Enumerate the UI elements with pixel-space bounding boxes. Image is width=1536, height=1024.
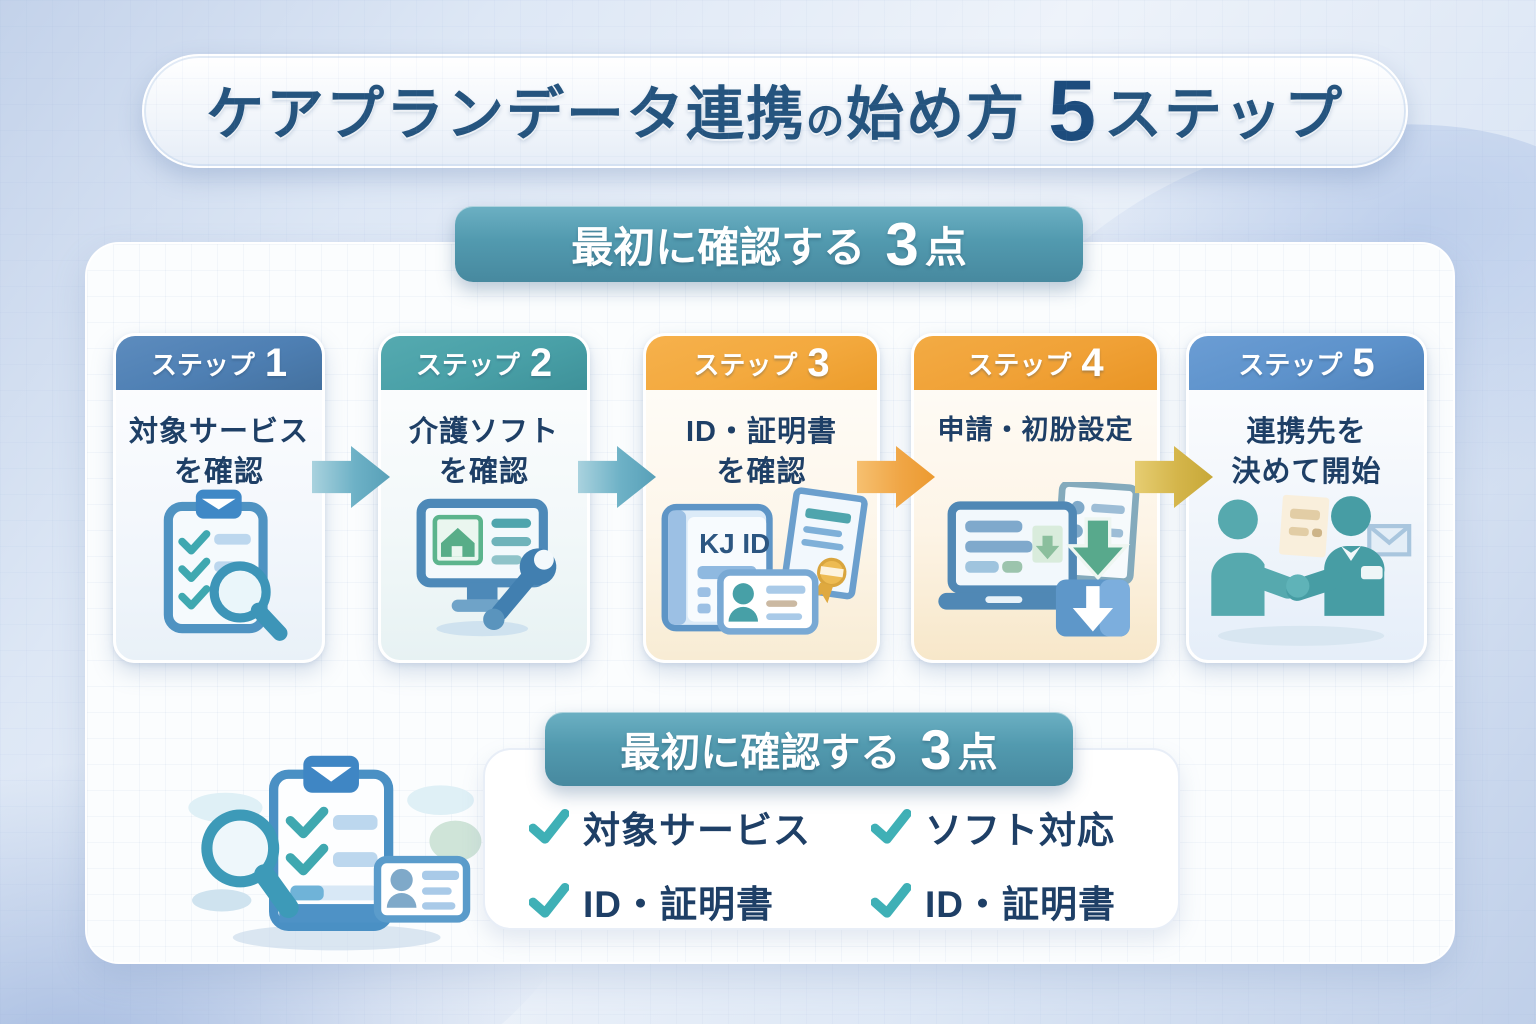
clipboard-magnifier-idcard-illustration — [182, 752, 484, 956]
section-banner-top-text: 最初に確認する — [571, 223, 866, 271]
section-banner-top-unit: 点 — [924, 223, 967, 271]
checklist-item-2: ソフト対応 — [871, 800, 1158, 854]
step-card-2: ステップ 2 介護ソフトを確認 — [378, 333, 590, 663]
checklist: 対象サービス ソフト対応 ID・証明書 ID・証明書 — [529, 800, 1158, 928]
step-5-number: 5 — [1352, 340, 1375, 385]
checklist-item-3: ID・証明書 — [529, 874, 871, 928]
laptop-download-setup-icon — [914, 482, 1157, 650]
step-2-label: ステップ — [415, 349, 520, 380]
checkmark-icon — [529, 809, 569, 844]
section-banner-bottom: 最初に確認する 3 点 — [545, 712, 1073, 786]
step-3-header: ステップ 3 — [646, 336, 877, 390]
step-4-number: 4 — [1081, 340, 1104, 385]
checklist-label: ID・証明書 — [925, 884, 1116, 925]
step-3-title: ID・証明書を確認 — [685, 416, 837, 489]
step-card-1: ステップ 1 対象サービスを確認 — [113, 333, 325, 663]
checklist-item-4: ID・証明書 — [871, 874, 1158, 928]
id-document-certificate-icon: KJ ID — [646, 482, 877, 650]
svg-text:KJ ID: KJ ID — [699, 528, 770, 559]
checkmark-icon — [871, 809, 911, 844]
checkmark-icon — [529, 883, 569, 918]
step-card-3: ステップ 3 ID・証明書を確認 KJ ID — [643, 333, 880, 663]
step-1-title: 対象サービスを確認 — [128, 416, 309, 489]
step-2-title: 介護ソフトを確認 — [408, 416, 559, 489]
section-banner-top: 最初に確認する 3 点 — [455, 206, 1083, 282]
clipboard-checklist-magnifier-icon — [116, 482, 322, 650]
checklist-label: ソフト対応 — [925, 810, 1115, 851]
step-5-label: ステップ — [1238, 349, 1343, 380]
step-card-5: ステップ 5 連携先を決めて開始 — [1186, 333, 1427, 663]
step-4-header: ステップ 4 — [914, 336, 1157, 390]
section-banner-top-count: 3 — [885, 210, 919, 278]
step-3-number: 3 — [807, 340, 830, 385]
checklist-label: ID・証明書 — [583, 884, 774, 925]
step-5-header: ステップ 5 — [1189, 336, 1424, 390]
step-4-label: ステップ — [967, 349, 1072, 380]
step-5-title: 連携先を決めて開始 — [1231, 416, 1382, 489]
section-banner-bottom-text: 最初に確認する — [620, 731, 901, 775]
step-3-label: ステップ — [693, 349, 798, 380]
step-2-number: 2 — [529, 340, 553, 385]
step-2-header: ステップ 2 — [381, 336, 587, 390]
step-card-4: ステップ 4 申請・初朌設定 — [911, 333, 1160, 663]
step-4-title: 申請・初朌設定 — [937, 415, 1134, 445]
section-banner-bottom-unit: 点 — [957, 731, 998, 775]
checklist-label: 対象サービス — [583, 810, 811, 851]
checkmark-icon — [871, 883, 911, 918]
step-1-label: ステップ — [150, 349, 255, 380]
care-software-monitor-wrench-icon — [381, 482, 587, 650]
step-1-header: ステップ 1 — [116, 336, 322, 390]
section-banner-bottom-count: 3 — [920, 717, 952, 781]
checklist-item-1: 対象サービス — [529, 800, 871, 854]
handshake-partner-icon — [1189, 482, 1424, 650]
step-1-number: 1 — [264, 340, 288, 385]
